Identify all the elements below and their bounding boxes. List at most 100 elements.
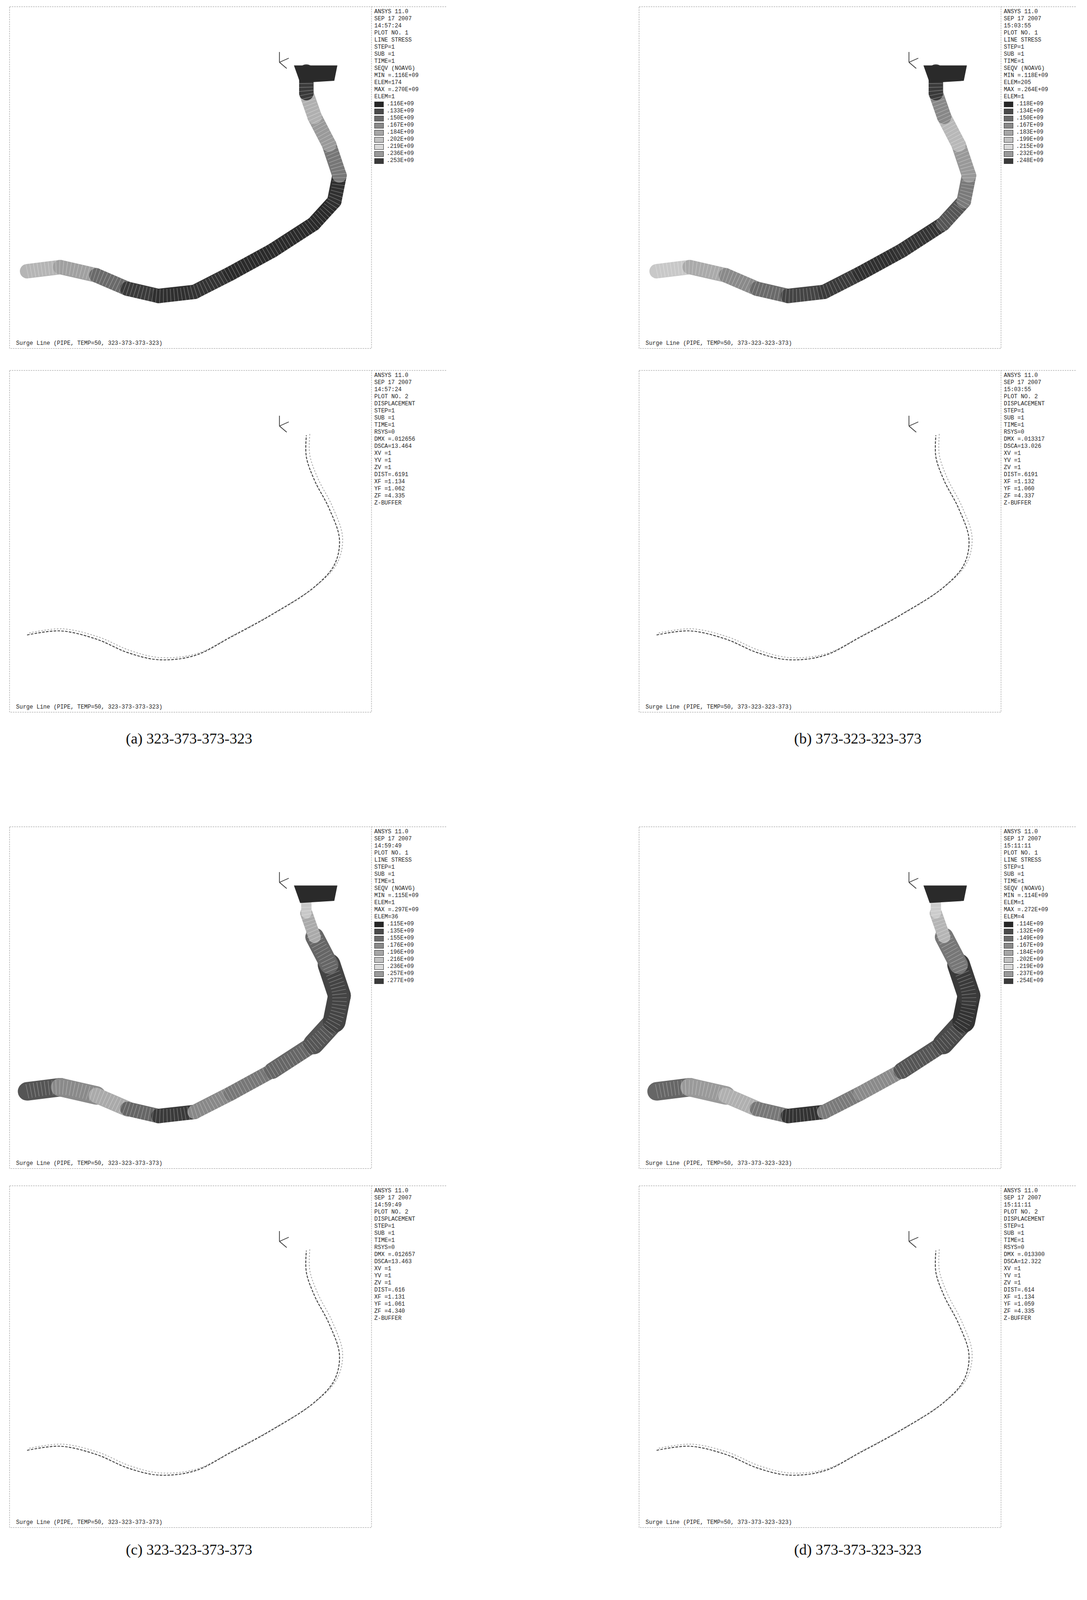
pipe-model: [26, 415, 343, 661]
plot-frame: [1000, 827, 1077, 828]
legend-value: .202E+09: [1016, 956, 1044, 964]
plot-info: MIN =.115E+09: [374, 892, 419, 900]
axis-triad: [279, 882, 287, 889]
legend-value: .232E+09: [1016, 150, 1044, 158]
pipe-nozzle: [923, 885, 967, 904]
undeformed-shape: [656, 1250, 969, 1476]
axis-triad: [908, 1231, 910, 1243]
legend-swatch: [374, 929, 384, 935]
legend-swatch: [374, 151, 384, 157]
legend-value: .183E+09: [1016, 129, 1044, 137]
axis-triad: [279, 415, 281, 427]
legend-row: .150E+09: [374, 114, 419, 122]
plot-info: DIST=.616: [374, 1287, 415, 1295]
plot-info: ZF =4.335: [1003, 1308, 1045, 1316]
legend-swatch: [374, 101, 384, 108]
plot-info: ELEM=1: [374, 93, 419, 101]
plot-info: ELEM=36: [374, 914, 419, 922]
pipe-element: [272, 224, 314, 251]
plot-info: SUB =1: [1003, 1230, 1045, 1238]
plot-title: Surge Line (PIPE, TEMP=50, 323-323-373-3…: [15, 1519, 164, 1527]
plot-info: SUB =1: [1003, 51, 1049, 59]
axis-triad: [279, 58, 289, 63]
legend-row: .133E+09: [374, 107, 419, 115]
plot-info: RSYS=0: [374, 1244, 415, 1252]
pipe-model: [656, 51, 969, 297]
pipe-model: [26, 1231, 343, 1476]
element-divisions: [26, 891, 340, 1117]
plot-info: Z-BUFFER: [374, 500, 415, 508]
axis-triad: [279, 62, 287, 69]
legend-row: .215E+09: [1003, 143, 1049, 151]
plot-info: STEP=1: [374, 864, 419, 872]
info-panel: ANSYS 11.0SEP 17 200714:59:49PLOT NO. 2D…: [374, 1188, 415, 1323]
plot-info: XV =1: [1003, 450, 1045, 458]
plot-info: MAX =.297E+09: [374, 906, 419, 915]
legend-row: .248E+09: [1003, 157, 1049, 165]
plot-info: STEP=1: [374, 407, 415, 415]
info-panel: ANSYS 11.0SEP 17 200715:11:11PLOT NO. 1L…: [1003, 828, 1049, 985]
legend-value: .196E+09: [386, 949, 415, 957]
plot-info: DISPLACEMENT: [1003, 400, 1045, 408]
legend-swatch: [374, 950, 384, 957]
legend-swatch: [1003, 101, 1014, 108]
plot-frame: [9, 6, 372, 349]
legend-row: .134E+09: [1003, 107, 1049, 115]
info-panel: ANSYS 11.0SEP 17 200715:03:55PLOT NO. 1L…: [1003, 8, 1049, 165]
deformed-shape: [658, 1249, 973, 1474]
legend-value: .216E+09: [386, 956, 415, 964]
plot-frame: [1000, 370, 1077, 371]
axis-triad: [279, 51, 281, 63]
plot-info: TIME=1: [1003, 422, 1045, 430]
legend-value: .167E+09: [1016, 121, 1044, 130]
axis-triad: [908, 1242, 916, 1249]
legend-row: .167E+09: [1003, 121, 1049, 130]
legend-swatch: [1003, 929, 1014, 935]
subfigure-caption: (a) 323-373-373-323: [125, 730, 252, 748]
element-divisions: [656, 891, 969, 1117]
plot-frame: [9, 1186, 372, 1528]
legend-swatch: [1003, 922, 1014, 928]
pipe-model: [656, 872, 969, 1117]
legend-row: .219E+09: [1003, 963, 1049, 971]
plot-info: DIST=.6191: [1003, 471, 1045, 479]
legend-value: .132E+09: [1016, 928, 1044, 936]
subfigure-caption: (d) 373-373-323-323: [793, 1541, 922, 1560]
element-divisions: [26, 71, 340, 296]
legend-row: .184E+09: [374, 129, 419, 137]
plot-frame: [371, 1186, 448, 1187]
axis-triad: [908, 51, 910, 63]
plot-window: ANSYS 11.0SEP 17 200714:57:24PLOT NO. 1L…: [8, 5, 449, 351]
info-panel: ANSYS 11.0SEP 17 200714:57:24PLOT NO. 2D…: [374, 372, 415, 508]
deformed-shape: [29, 433, 343, 658]
plot-info: ZV =1: [374, 464, 415, 472]
plot-info: LINE STRESS: [374, 857, 419, 865]
legend-row: .237E+09: [1003, 970, 1049, 978]
legend-swatch: [1003, 971, 1014, 978]
info-panel: ANSYS 11.0SEP 17 200715:03:55PLOT NO. 2D…: [1003, 372, 1045, 508]
info-panel: ANSYS 11.0SEP 17 200714:59:49PLOT NO. 1L…: [374, 828, 419, 985]
plot-info: XV =1: [374, 450, 415, 458]
plot-info: Z-BUFFER: [1003, 1315, 1045, 1323]
plot-info: TIME=1: [374, 422, 415, 430]
plot-info: YV =1: [1003, 457, 1045, 465]
plot-title: Surge Line (PIPE, TEMP=50, 373-323-323-3…: [644, 340, 794, 347]
plot-info: 14:59:49: [374, 843, 419, 851]
plot-info: MIN =.116E+09: [374, 72, 419, 80]
legend-value: .133E+09: [386, 107, 415, 115]
plot-window: ANSYS 11.0SEP 17 200715:03:55PLOT NO. 1L…: [638, 5, 1078, 351]
plot-info: ANSYS 11.0: [374, 372, 415, 380]
plot-info: XF =1.132: [1003, 478, 1045, 486]
plot-info: 14:59:49: [374, 1202, 415, 1210]
info-panel: ANSYS 11.0SEP 17 200714:57:24PLOT NO. 1L…: [374, 8, 419, 165]
plot-info: ZF =4.337: [1003, 492, 1045, 501]
plot-info: ANSYS 11.0: [374, 828, 419, 837]
plot-info: DSCA=13.463: [374, 1259, 415, 1267]
plot-frame: [9, 827, 372, 1169]
legend-value: .134E+09: [1016, 107, 1044, 115]
plot-info: ZV =1: [1003, 1280, 1045, 1288]
plot-info: STEP=1: [1003, 43, 1049, 52]
axis-triad: [908, 426, 916, 433]
plot-info: PLOT NO. 2: [374, 393, 415, 401]
